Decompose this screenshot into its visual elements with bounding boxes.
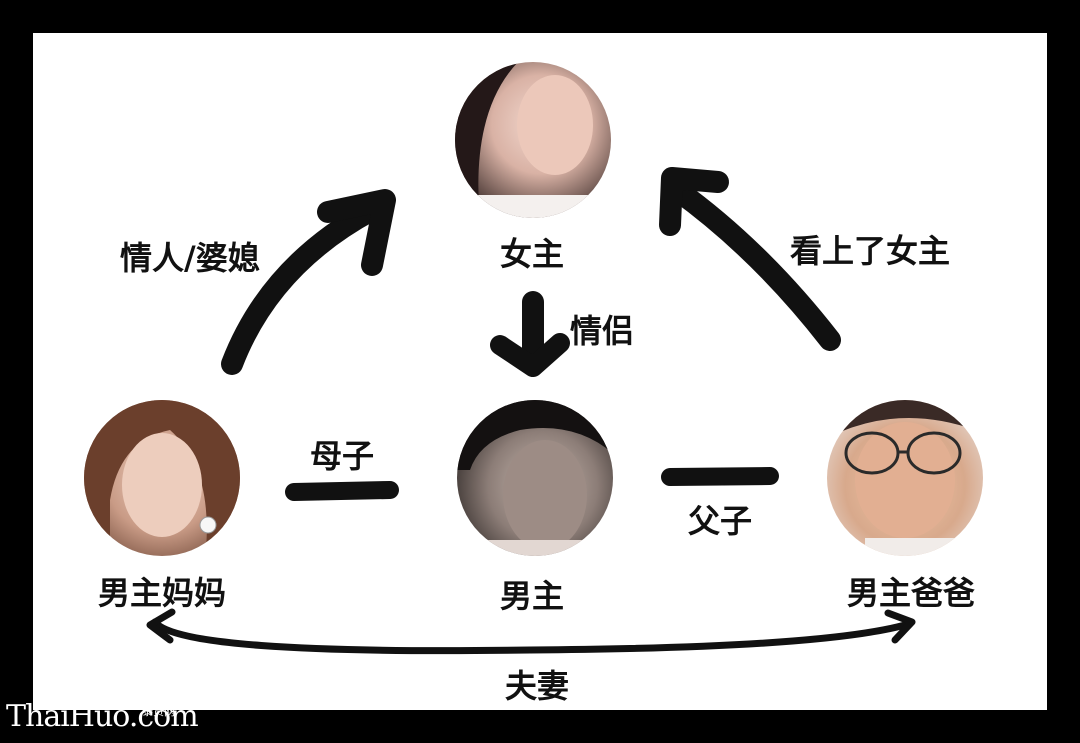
arrowhead-heroine-to-hero <box>490 333 570 377</box>
watermark-sub: 泰货网 <box>142 705 175 718</box>
hero-father-portrait <box>827 400 983 556</box>
hero-father-label: 男主爸爸 <box>847 574 976 612</box>
edge-label-father-hero: 父子 <box>688 502 753 540</box>
heroine-label: 女主 <box>500 235 565 273</box>
watermark-main: ThaiHuo.com <box>6 699 199 734</box>
hero-portrait <box>457 400 613 556</box>
watermark-logo: ThaiHuo.com 泰货网 <box>6 699 199 734</box>
edge-label-heroine-hero: 情侣 <box>570 312 635 350</box>
hero-label: 男主 <box>500 577 565 615</box>
heroine-portrait <box>455 62 611 218</box>
eyeglasses-icon <box>844 431 962 475</box>
edge-label-mother-hero: 母子 <box>310 437 375 475</box>
arrow-mother-father <box>151 618 909 655</box>
hero-mother-label: 男主妈妈 <box>98 574 227 612</box>
arrowhead-mother-to-heroine <box>317 189 396 276</box>
arrowhead-mother-end <box>146 608 176 644</box>
arrowhead-father-end <box>884 609 916 644</box>
line-mother-hero <box>285 481 399 501</box>
edge-label-father-heroine: 看上了女主 <box>790 232 951 270</box>
arrow-mother-to-heroine <box>221 199 383 375</box>
edge-label-mother-heroine: 情人/婆媳 <box>120 239 260 277</box>
edge-label-mother-father: 夫妻 <box>505 667 570 705</box>
arrowhead-father-to-heroine <box>659 167 729 236</box>
hero-mother-portrait <box>84 400 240 556</box>
line-father-hero <box>661 467 779 486</box>
arrow-father-to-heroine <box>666 179 841 351</box>
